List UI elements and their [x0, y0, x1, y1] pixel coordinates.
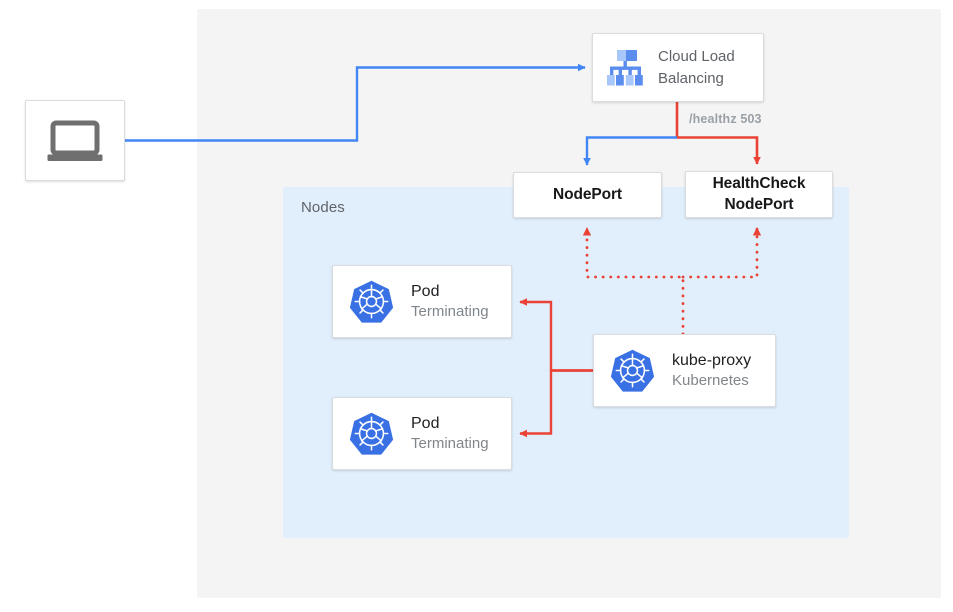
pod-title: Pod [411, 282, 440, 300]
kube-proxy-subtitle: Kubernetes [672, 372, 749, 390]
pod-card[interactable]: Pod Terminating [332, 265, 512, 338]
pod-text: Pod Terminating [411, 414, 489, 454]
cloud-load-balancing-label-line1: Cloud Load [658, 48, 735, 66]
healthcheck-nodeport-label: HealthCheck NodePort [713, 174, 806, 214]
kubernetes-icon [610, 348, 655, 393]
nodeport-label: NodePort [553, 185, 622, 205]
cloud-load-balancing-label: Cloud Load Balancing [658, 46, 735, 89]
healthcheck-nodeport-label-line1: HealthCheck [712, 175, 806, 193]
cloud-load-balancing-card[interactable]: Cloud Load Balancing [592, 33, 764, 102]
pod-status: Terminating [411, 435, 489, 453]
kube-proxy-title: kube-proxy [672, 351, 752, 369]
kube-proxy-card[interactable]: kube-proxy Kubernetes [593, 334, 776, 407]
healthz-edge-label: /healthz 503 [689, 112, 762, 126]
kubernetes-icon [349, 411, 394, 456]
nodes-panel-label: Nodes [301, 199, 345, 216]
kube-proxy-text: kube-proxy Kubernetes [672, 351, 751, 391]
laptop-icon [46, 119, 104, 163]
healthcheck-nodeport-card[interactable]: HealthCheck NodePort [685, 171, 833, 218]
pod-status: Terminating [411, 303, 489, 321]
cloud-load-balancing-label-line2: Balancing [658, 69, 724, 87]
load-balancer-icon [604, 48, 646, 88]
healthcheck-nodeport-label-line2: NodePort [724, 195, 794, 213]
client-device-card[interactable] [25, 100, 125, 181]
pod-text: Pod Terminating [411, 282, 489, 322]
pod-card[interactable]: Pod Terminating [332, 397, 512, 470]
kubernetes-icon [349, 279, 394, 324]
nodeport-card[interactable]: NodePort [513, 172, 662, 218]
pod-title: Pod [411, 414, 440, 432]
nodeport-label-line1: NodePort [553, 185, 622, 203]
